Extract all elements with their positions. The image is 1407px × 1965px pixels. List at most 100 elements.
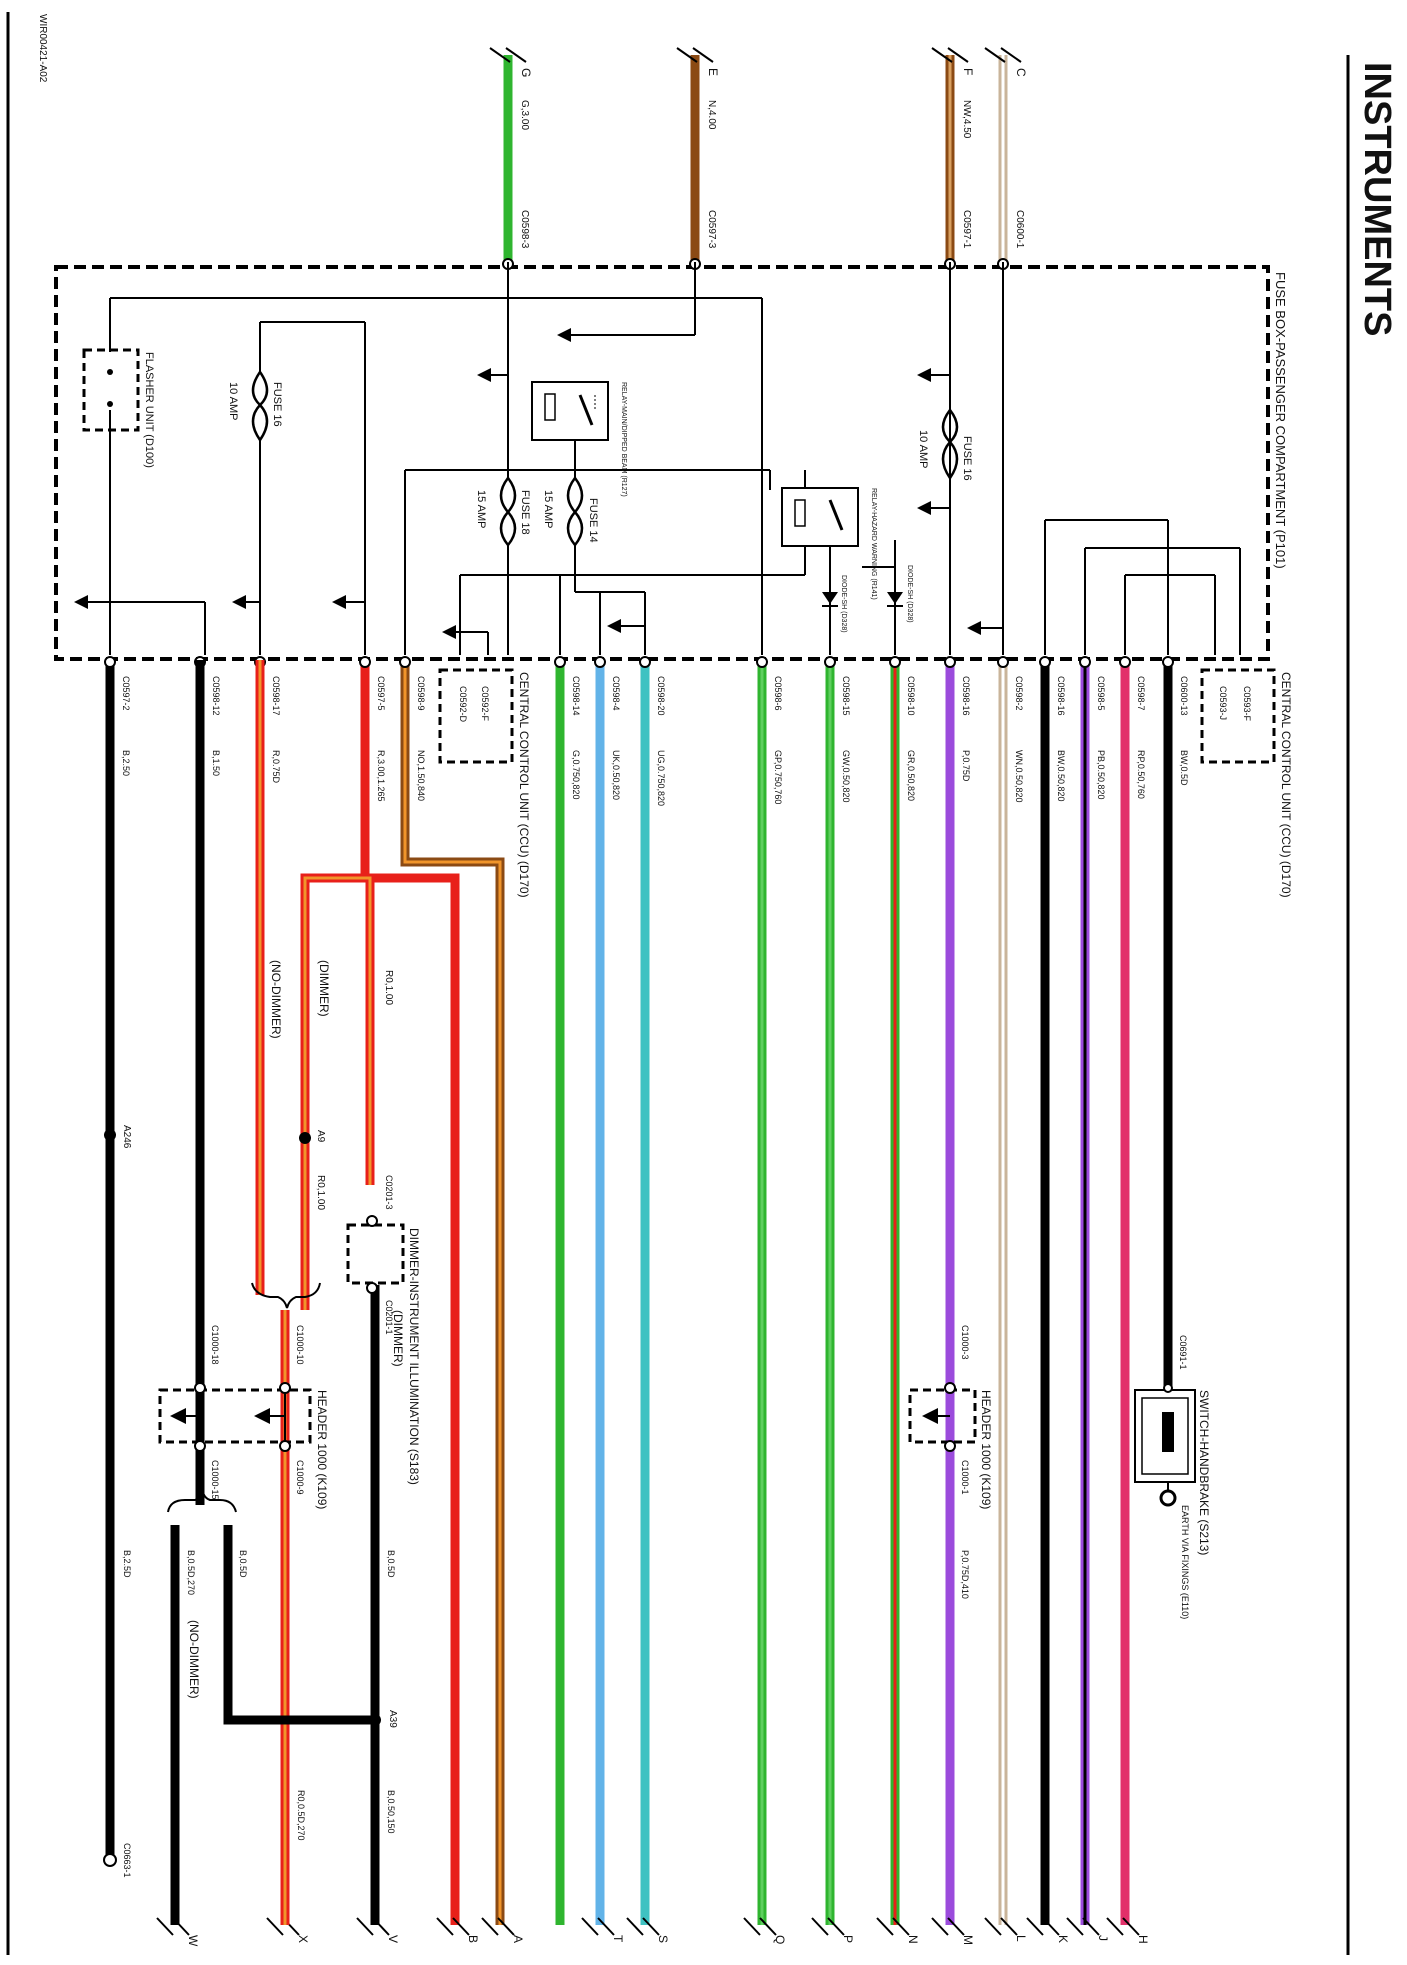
- fusebox-internal-wiring: [82, 262, 1241, 655]
- braces: [167, 1282, 321, 1513]
- c1000-10-label: C1000-10: [295, 1325, 305, 1365]
- header-1000-right: HEADER 1000 (K109): [908, 1382, 993, 1509]
- relay-hazard-label: RELAY-HAZARD WARNING (R141): [870, 488, 877, 600]
- connector-label: C0598-4: [611, 676, 621, 711]
- c0663-label: C0663-1: [122, 1843, 132, 1878]
- wire-spec-label: GR,0.50,820: [906, 750, 916, 801]
- relay-hazard: RELAY-HAZARD WARNING (R141): [781, 487, 877, 600]
- fusebox-arrows: [74, 328, 981, 639]
- ccu-left-label: CENTRAL CONTROL UNIT (CCU) (D170): [517, 672, 531, 898]
- lower-circuit: [170, 660, 380, 1925]
- a246-label: A246: [121, 1125, 132, 1149]
- fuse-16-left-name: FUSE 16: [271, 382, 283, 427]
- connector-label: C0598-17: [271, 676, 281, 716]
- junction-a39: [369, 1714, 381, 1726]
- wire-end-letter: W: [186, 1935, 200, 1947]
- connector-label: C0597-5: [376, 676, 386, 711]
- header-left-label: HEADER 1000 (K109): [315, 1390, 329, 1509]
- wire-break-mark: [1026, 1917, 1060, 1936]
- connector-label: C0598-6: [773, 676, 783, 711]
- ccu-conn-d: C0593-F: [1242, 686, 1252, 722]
- wire-end-letter: H: [1136, 1935, 1150, 1944]
- wire-spec-label: UK,0.50,820: [611, 750, 621, 800]
- feed-f-letter: F: [961, 68, 975, 75]
- fuse-16-left-rating: 10 AMP: [227, 382, 239, 421]
- feed-c: C C0600-1: [984, 47, 1028, 270]
- connector-label: C0598-9: [416, 676, 426, 711]
- dimmer-switch-sub: (DIMMER): [391, 1310, 405, 1367]
- wire-break-mark: [984, 1917, 1018, 1936]
- connector-pin: [1119, 656, 1131, 668]
- harness-wire-stripe: [403, 662, 502, 1925]
- feed-e: E N,4.00 C0597-3: [676, 47, 720, 270]
- wire-spec-label: BW,0.5D: [1179, 750, 1189, 786]
- feed-g: G G,3.00 C0598-3: [489, 47, 533, 270]
- connector-label: C0597-2: [121, 676, 131, 711]
- fuse-14-name: FUSE 14: [587, 498, 599, 543]
- connector-label: C0598-16: [961, 676, 971, 716]
- wire-end-letter: X: [296, 1935, 310, 1943]
- wire-spec-label: P,0.75D: [961, 750, 971, 782]
- wire-spec-label: BW,0.50,820: [1056, 750, 1066, 802]
- feed-c-conn: C0600-1: [1014, 210, 1025, 249]
- connector-label: C0598-5: [1096, 676, 1106, 711]
- diode-1-label: DIODE-SH (D328): [840, 575, 847, 633]
- wire-end-letter: A: [511, 1935, 525, 1943]
- r100-label: R0,1.00: [383, 970, 394, 1005]
- page-ref: WIR00421-A02: [37, 14, 48, 83]
- feed-g-wire: G,3.00: [519, 100, 530, 130]
- connector-label: C0598-10: [906, 676, 916, 716]
- wire-spec-label: GW,0.50,820: [841, 750, 851, 803]
- wire-break-mark: [931, 1917, 965, 1936]
- ccu-conn-a: C0592-F: [480, 686, 490, 722]
- fuse-18-name: FUSE 18: [519, 490, 531, 535]
- wire-end-letter: T: [611, 1935, 625, 1943]
- c1000-18-label: C1000-18: [210, 1325, 220, 1365]
- wire-break-mark: [436, 1917, 470, 1936]
- wire-break-mark: [811, 1917, 845, 1936]
- wire-break-mark: [1106, 1917, 1140, 1936]
- connector-label: C0598-7: [1136, 676, 1146, 711]
- feed-c-letter: C: [1014, 68, 1028, 77]
- wire-break-mark: [581, 1917, 615, 1936]
- p075d410-label: P,0.75D,410: [960, 1550, 970, 1599]
- ccu-boxes: C0592-F C0592-D CENTRAL CONTROL UNIT (CC…: [438, 668, 1293, 898]
- ccu-conn-c: C0593-J: [1218, 686, 1228, 720]
- c0201-1-label: C0201-1: [384, 1300, 394, 1335]
- b05d-label: B,0.5D: [238, 1550, 248, 1578]
- feed-f: F NW,4.50 C0597-1: [931, 47, 975, 270]
- feed-f-wire: NW,4.50: [961, 100, 972, 139]
- wire-spec-label: B,1.50: [211, 750, 221, 776]
- wire-end-letter: L: [1014, 1935, 1028, 1942]
- harness-wire: [360, 662, 460, 1925]
- header-1000-left: HEADER 1000 (K109): [158, 1382, 329, 1509]
- connector-label: C0598-16: [1056, 676, 1066, 716]
- connector-label: C0598-2: [1014, 676, 1024, 711]
- c1000-15-label: C1000-15: [210, 1460, 220, 1500]
- fusebox-outline: [54, 265, 1270, 661]
- connector-pin: [359, 656, 371, 668]
- flasher-unit: FLASHER UNIT (D100): [82, 348, 155, 468]
- a9-label: A9: [315, 1130, 326, 1143]
- wire-spec-label: G,0.750,820: [571, 750, 581, 800]
- diode-2-label: DIODE-SH (D328): [906, 565, 913, 623]
- fuse-14-rating: 15 AMP: [542, 490, 554, 529]
- ccu-conn-b: C0592-D: [458, 686, 468, 723]
- b050-150-label: B,0.50,150: [386, 1790, 396, 1834]
- connector-label: C0598-12: [211, 676, 221, 716]
- wire-end-letter: P: [841, 1935, 855, 1943]
- wire-spec-label: NO,1.50,840: [416, 750, 426, 801]
- connector-label: C0598-15: [841, 676, 851, 716]
- wire-spec-label: WN,0.50,820: [1014, 750, 1024, 803]
- feed-f-conn: C0597-1: [961, 210, 972, 249]
- fuse-16-right-rating: 10 AMP: [917, 430, 929, 469]
- connector-pin: [399, 656, 411, 668]
- feed-g-letter: G: [519, 68, 533, 77]
- connector-pin: [1162, 656, 1174, 668]
- wire-spec-label: UG,0.750,820: [656, 750, 666, 806]
- fuse-16-right-name: FUSE 16: [961, 436, 973, 481]
- connector-pin: [639, 656, 651, 668]
- connector-pin: [756, 656, 768, 668]
- wire-spec-label: B,2.50: [121, 750, 131, 776]
